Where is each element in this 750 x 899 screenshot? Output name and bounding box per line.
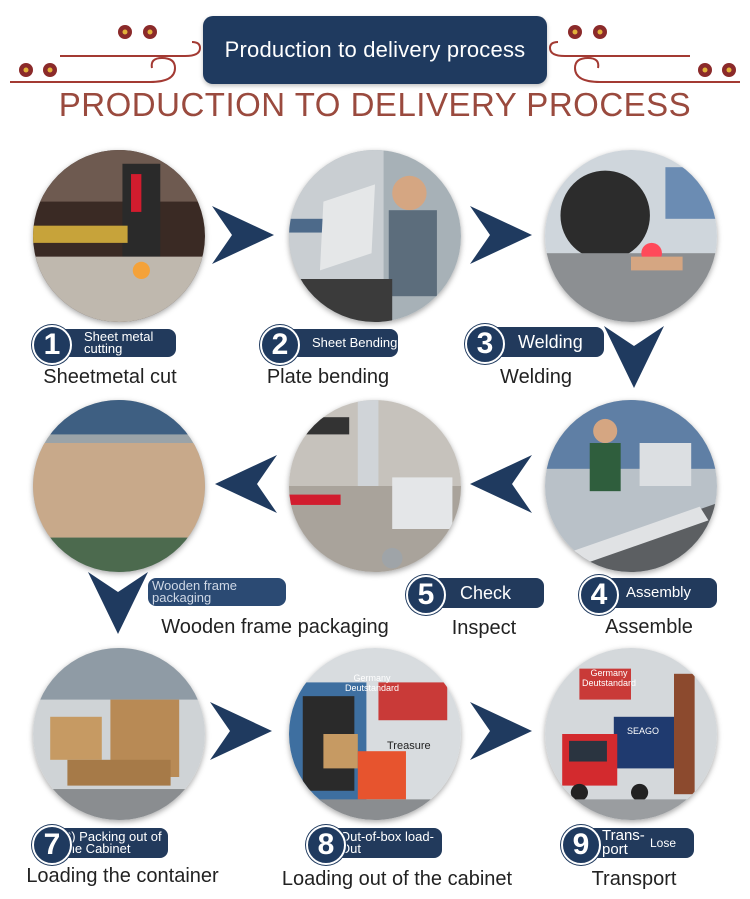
step-9-tag-text: Trans-port [602, 827, 645, 858]
photo-forklift: Germany Deutstandard Treasure [289, 648, 461, 820]
page-heading: PRODUCTION TO DELIVERY PROCESS [58, 86, 692, 123]
arrow-down-2 [88, 572, 148, 634]
banner-title: Production to delivery process [203, 16, 547, 84]
step-2-caption: Plate bending [266, 366, 390, 388]
step-5-number: 5 [406, 575, 446, 615]
arrow-right-2 [470, 206, 532, 264]
step-4-number: 4 [579, 575, 619, 615]
photo-welding [545, 150, 717, 322]
step-2-number: 2 [260, 325, 300, 365]
photo-transport-truck: Germany Deutstandard SEAGO [545, 648, 717, 820]
left-ornament [0, 18, 205, 88]
step-9-number: 9 [561, 825, 601, 865]
step-6-caption: Wooden frame packaging [161, 616, 389, 638]
photo-container-text: SEAGO [627, 726, 660, 736]
photo-inspection [289, 400, 461, 572]
arrow-right-4 [470, 702, 532, 760]
photo-assembly [545, 400, 717, 572]
step-7-caption: Loading the container [26, 865, 219, 887]
arrow-down-1 [604, 326, 664, 388]
step-3-caption: Welding [500, 366, 572, 388]
step-5-caption: Inspect [451, 617, 517, 639]
arrow-right-3 [210, 702, 272, 760]
step-9-caption: Transport [591, 868, 677, 890]
photo-treasure-text: Treasure [387, 740, 431, 752]
step-7-number: 7 [32, 825, 72, 865]
photo-laser-cutting [33, 150, 205, 322]
step-8-number: 8 [306, 825, 346, 865]
photo-wooden-frame [33, 400, 205, 572]
photo-loading-container [33, 648, 205, 820]
step-3-number: 3 [465, 324, 505, 364]
step-9-tag-extra: Lose [650, 836, 677, 850]
step-8-caption: Loading out of the cabinet [281, 868, 513, 890]
arrow-left-2 [215, 455, 277, 513]
step-6-tag: Wooden frame packaging [148, 578, 286, 606]
step-4-caption: Assemble [605, 616, 693, 638]
arrow-left-1 [470, 455, 532, 513]
step-1-caption: Sheetmetal cut [43, 366, 177, 388]
right-ornament [545, 18, 750, 88]
step-1-number: 1 [32, 325, 72, 365]
photo-sign-text-2: Germany Deutstandard [581, 668, 637, 688]
arrow-right-1 [212, 206, 274, 264]
photo-sign-text: Germany Deutstandard [344, 673, 400, 693]
photo-bending [289, 150, 461, 322]
